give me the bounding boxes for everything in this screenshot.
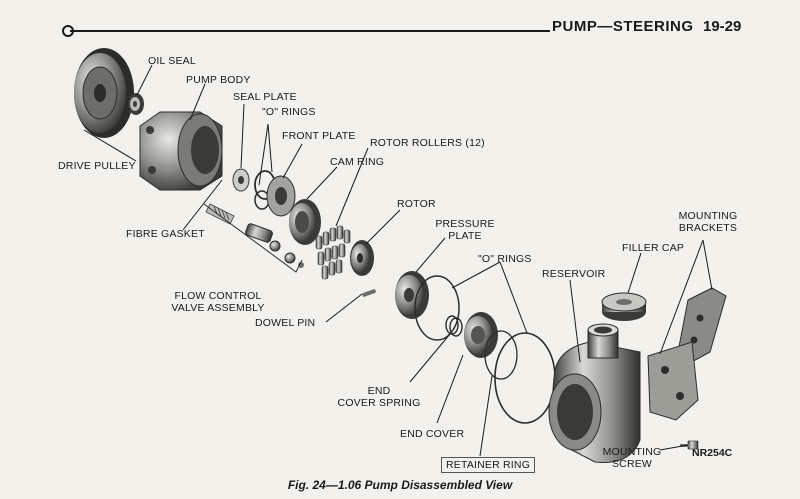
label-end-cover: END COVER bbox=[400, 428, 465, 440]
label-seal-plate: SEAL PLATE bbox=[233, 91, 297, 103]
pump-body bbox=[139, 111, 223, 191]
reservoir bbox=[548, 323, 641, 464]
leader-lines bbox=[83, 64, 713, 457]
part-number: NR254C bbox=[692, 447, 733, 459]
mounting-brackets bbox=[647, 287, 727, 421]
label-mounting-brackets-line-1: MOUNTING bbox=[678, 210, 738, 222]
label-end-cover-spring-line-1: END bbox=[367, 385, 391, 397]
label-mounting-screw-line-2: SCREW bbox=[611, 458, 653, 470]
label-pressure-plate-line-2: PLATE bbox=[448, 230, 482, 242]
label-o-rings-mid: "O" RINGS bbox=[478, 253, 532, 265]
label-oil-seal: OIL SEAL bbox=[148, 55, 196, 67]
label-flow-control-line-1: FLOW CONTROL bbox=[174, 290, 262, 302]
label-dowel-pin: DOWEL PIN bbox=[255, 317, 316, 329]
figure-caption: Fig. 24—1.06 Pump Disassembled View bbox=[287, 478, 513, 492]
pressure-plate bbox=[395, 271, 429, 319]
label-reservoir: RESERVOIR bbox=[542, 268, 606, 280]
label-rotor-rollers: ROTOR ROLLERS (12) bbox=[370, 137, 485, 149]
label-end-cover-spring: END COVER SPRING bbox=[334, 385, 424, 409]
front-plate bbox=[266, 175, 296, 217]
label-rotor: ROTOR bbox=[397, 198, 436, 210]
label-fibre-gasket: FIBRE GASKET bbox=[126, 228, 205, 240]
label-mounting-brackets-line-2: BRACKETS bbox=[678, 222, 738, 234]
label-drive-pulley: DRIVE PULLEY bbox=[58, 160, 136, 172]
label-mounting-screw: MOUNTING SCREW bbox=[600, 446, 664, 470]
label-cam-ring: CAM RING bbox=[330, 156, 385, 168]
label-flow-control-valve: FLOW CONTROL VALVE ASSEMBLY bbox=[163, 290, 273, 314]
label-retainer-ring: RETAINER RING bbox=[441, 457, 536, 473]
oil-seal bbox=[128, 93, 144, 115]
label-mounting-brackets: MOUNTING BRACKETS bbox=[672, 210, 744, 234]
label-front-plate: FRONT PLATE bbox=[282, 130, 356, 142]
label-flow-control-line-2: VALVE ASSEMBLY bbox=[171, 302, 265, 314]
label-pump-body: PUMP BODY bbox=[186, 74, 251, 86]
flow-control-bracket-line bbox=[203, 203, 303, 273]
flow-control-valve-assembly bbox=[205, 203, 304, 268]
header-rule bbox=[70, 30, 550, 32]
dowel-pin bbox=[362, 289, 376, 297]
seal-plate bbox=[232, 168, 250, 192]
label-end-cover-spring-line-2: COVER SPRING bbox=[337, 397, 421, 409]
retainer-ring-part bbox=[484, 330, 518, 380]
cam-ring bbox=[289, 199, 321, 245]
label-o-rings-top: "O" RINGS bbox=[262, 106, 316, 118]
label-mounting-screw-line-1: MOUNTING bbox=[602, 446, 662, 458]
end-cover-spring bbox=[445, 315, 463, 337]
end-cover bbox=[464, 312, 498, 358]
drive-pulley bbox=[74, 48, 134, 138]
o-ring-medium bbox=[414, 275, 460, 341]
rotor-rollers bbox=[315, 225, 351, 280]
label-pressure-plate-line-1: PRESSURE bbox=[435, 218, 495, 230]
filler-cap bbox=[601, 292, 647, 321]
label-pressure-plate: PRESSURE PLATE bbox=[433, 218, 497, 242]
label-filler-cap: FILLER CAP bbox=[622, 242, 685, 254]
page-section-title: PUMP—STEERING bbox=[552, 18, 694, 35]
rotor bbox=[350, 240, 374, 276]
page-number: 19-29 bbox=[703, 18, 742, 35]
